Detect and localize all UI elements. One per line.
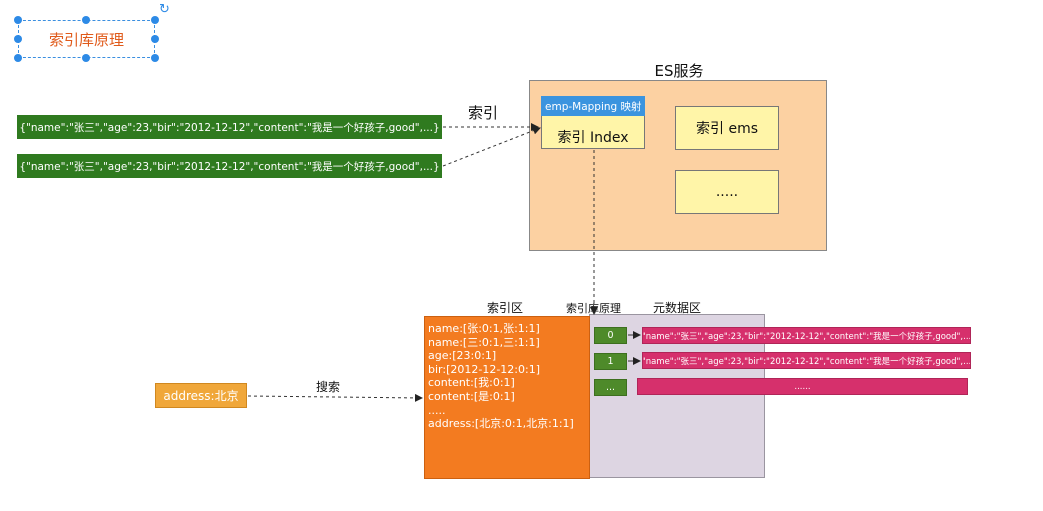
resize-handle-right[interactable]	[151, 35, 159, 43]
index-entry: .....	[428, 403, 446, 417]
search-arrow-label: 搜索	[316, 380, 341, 394]
doc-id-1[interactable]: 1	[594, 353, 627, 370]
diagram-title[interactable]: 索引库原理	[48, 30, 124, 49]
index-entry: content:[我:0:1]	[428, 376, 515, 390]
index-arrow-label: 索引	[468, 104, 499, 122]
more-index-box[interactable]: .....	[675, 170, 779, 214]
arrow-doc2-to-index	[442, 126, 541, 167]
resize-handle-top-right[interactable]	[151, 16, 159, 24]
stored-document-0[interactable]: {"name":"张三","age":23,"bir":"2012-12-12"…	[642, 327, 971, 344]
arrow-search-to-index	[247, 393, 423, 402]
stored-document-more[interactable]: ......	[637, 378, 968, 395]
index-entry: age:[23:0:1]	[428, 349, 497, 363]
resize-handle-bottom-left[interactable]	[14, 54, 22, 62]
resize-handle-top[interactable]	[82, 16, 90, 24]
rotate-handle-icon[interactable]: ↻	[159, 2, 170, 17]
inverted-index-list: name:[张:0:1,张:1:1] name:[三:0:1,三:1:1] ag…	[428, 322, 588, 431]
index-entry: address:[北京:0:1,北京:1:1]	[428, 417, 574, 431]
stored-document-1[interactable]: {"name":"张三","age":23,"bir":"2012-12-12"…	[642, 352, 971, 369]
resize-handle-top-left[interactable]	[14, 16, 22, 24]
doc-id-more[interactable]: ...	[594, 379, 627, 396]
index-entry: content:[是:0:1]	[428, 389, 515, 403]
resize-handle-bottom-right[interactable]	[151, 54, 159, 62]
search-query-box[interactable]: address:北京	[155, 383, 247, 408]
index-area-label: 索引区	[487, 301, 524, 315]
index-entry: bir:[2012-12-12:0:1]	[428, 362, 540, 376]
document-2[interactable]: {"name":"张三","age":23,"bir":"2012-12-12"…	[17, 154, 442, 178]
index-entry: name:[张:0:1,张:1:1]	[428, 322, 540, 335]
doc-id-0[interactable]: 0	[594, 327, 627, 344]
index-area[interactable]	[424, 316, 590, 479]
index-entry: name:[三:0:1,三:1:1]	[428, 335, 540, 349]
es-service-title: ES服务	[654, 62, 704, 80]
ems-index-box[interactable]: 索引 ems	[675, 106, 779, 150]
resize-handle-left[interactable]	[14, 35, 22, 43]
resize-handle-bottom[interactable]	[82, 54, 90, 62]
meta-area-label: 元数据区	[653, 301, 702, 315]
mapping-label[interactable]: emp-Mapping 映射	[541, 96, 645, 116]
document-1[interactable]: {"name":"张三","age":23,"bir":"2012-12-12"…	[17, 115, 442, 139]
